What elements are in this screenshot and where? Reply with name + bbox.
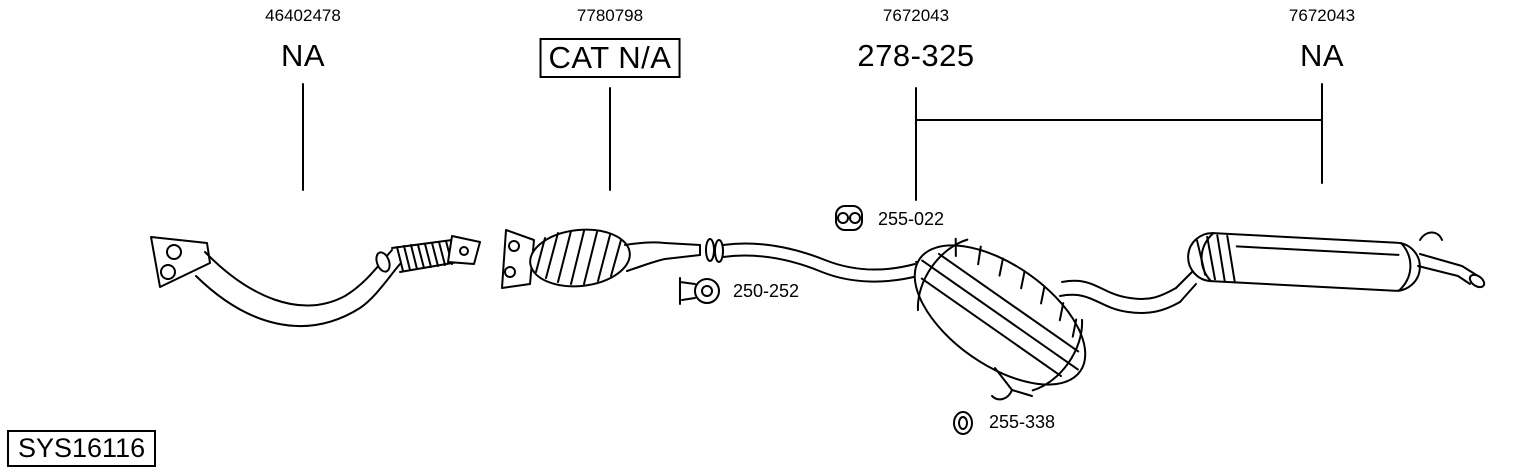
clamp-icon	[679, 277, 720, 305]
leader-lines	[302, 83, 1323, 201]
rear-muffler-drawing	[1175, 231, 1443, 303]
callout-center-muffler: 278-325	[857, 38, 975, 73]
mid-pipe-drawing	[705, 238, 919, 283]
catalytic-converter-drawing	[501, 228, 701, 289]
component-label-hanger: 255-022	[878, 209, 945, 229]
center-muffler-drawing	[913, 237, 1181, 401]
component-label-ring: 255-338	[989, 412, 1056, 432]
part-number-center-muffler: 7672043	[882, 6, 950, 25]
rubber-hanger-icon	[835, 205, 863, 231]
tailpipe-drawing	[1417, 253, 1486, 289]
component-label-clamp: 250-252	[733, 281, 800, 301]
flex-pipe-drawing	[391, 235, 481, 273]
front-pipe-drawing	[150, 236, 401, 327]
callout-catalyst: CAT N/A	[539, 38, 681, 78]
rear-hanger-hook	[1419, 231, 1443, 241]
part-number-catalyst: 7780798	[576, 6, 644, 25]
part-number-rear-muffler: 7672043	[1288, 6, 1356, 25]
rubber-ring-icon	[953, 411, 973, 435]
part-number-front-pipe: 46402478	[265, 6, 341, 25]
system-code-badge: SYS16116	[7, 430, 157, 467]
callout-front-pipe: NA	[280, 38, 326, 73]
callout-rear-muffler: NA	[1299, 38, 1345, 73]
